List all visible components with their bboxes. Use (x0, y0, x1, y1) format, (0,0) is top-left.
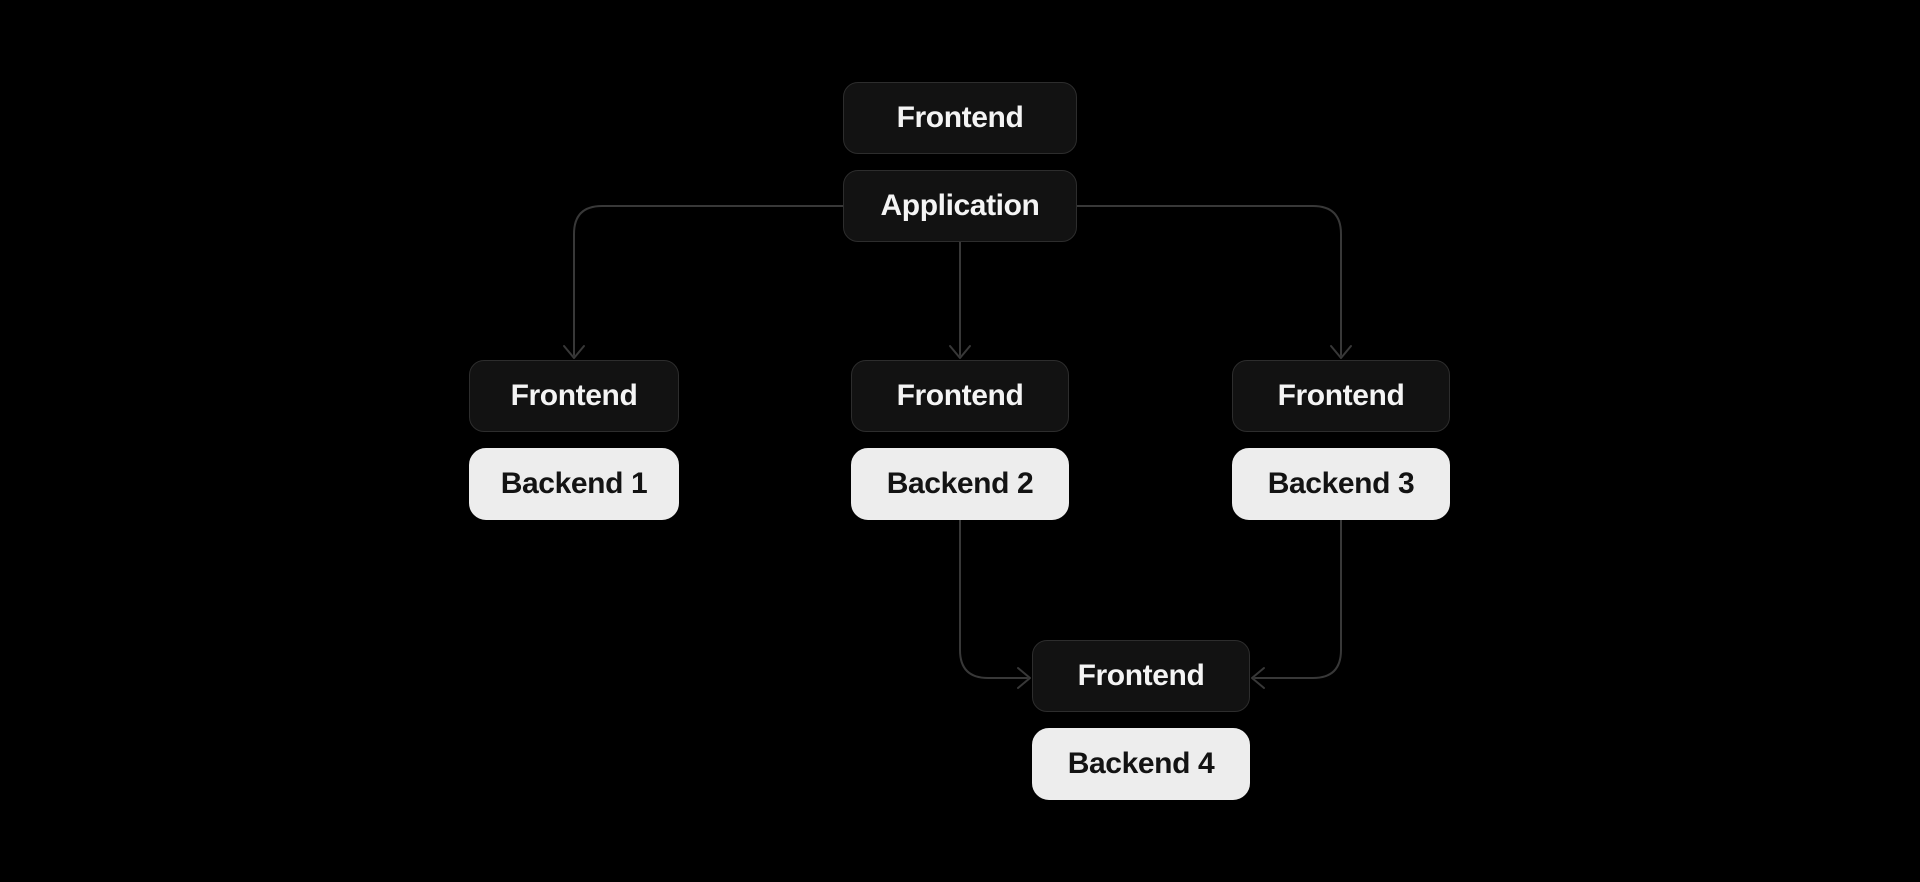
node-label: Frontend (1077, 659, 1205, 692)
node-label: Backend 3 (1267, 467, 1415, 500)
node-label: Backend 2 (886, 467, 1034, 500)
arrowhead-left-icon (1251, 667, 1265, 689)
node-backend-4[interactable]: Backend 4 (1032, 728, 1250, 800)
node-frontend-top[interactable]: Frontend (843, 82, 1077, 154)
node-backend-1[interactable]: Backend 1 (469, 448, 679, 520)
arrowhead-right-icon (1017, 667, 1031, 689)
node-label: Frontend (896, 379, 1024, 412)
node-label: Application (880, 189, 1040, 222)
node-label: Frontend (1277, 379, 1405, 412)
node-backend-3[interactable]: Backend 3 (1232, 448, 1450, 520)
node-label: Backend 1 (500, 467, 648, 500)
node-application[interactable]: Application (843, 170, 1077, 242)
edge-backend2-frontend4 (959, 519, 1031, 689)
node-frontend-1[interactable]: Frontend (469, 360, 679, 432)
node-backend-2[interactable]: Backend 2 (851, 448, 1069, 520)
arrowhead-down-icon (1330, 345, 1352, 359)
edge-application-frontend2 (949, 241, 971, 359)
edge-backend3-frontend4 (1251, 519, 1342, 689)
arrowhead-down-icon (563, 345, 585, 359)
edge-application-frontend3 (1076, 205, 1352, 359)
arrowhead-down-icon (949, 345, 971, 359)
node-frontend-4[interactable]: Frontend (1032, 640, 1250, 712)
node-frontend-3[interactable]: Frontend (1232, 360, 1450, 432)
node-frontend-2[interactable]: Frontend (851, 360, 1069, 432)
node-label: Frontend (510, 379, 638, 412)
node-label: Frontend (896, 101, 1024, 134)
node-label: Backend 4 (1067, 747, 1215, 780)
edge-application-frontend1 (563, 205, 844, 359)
